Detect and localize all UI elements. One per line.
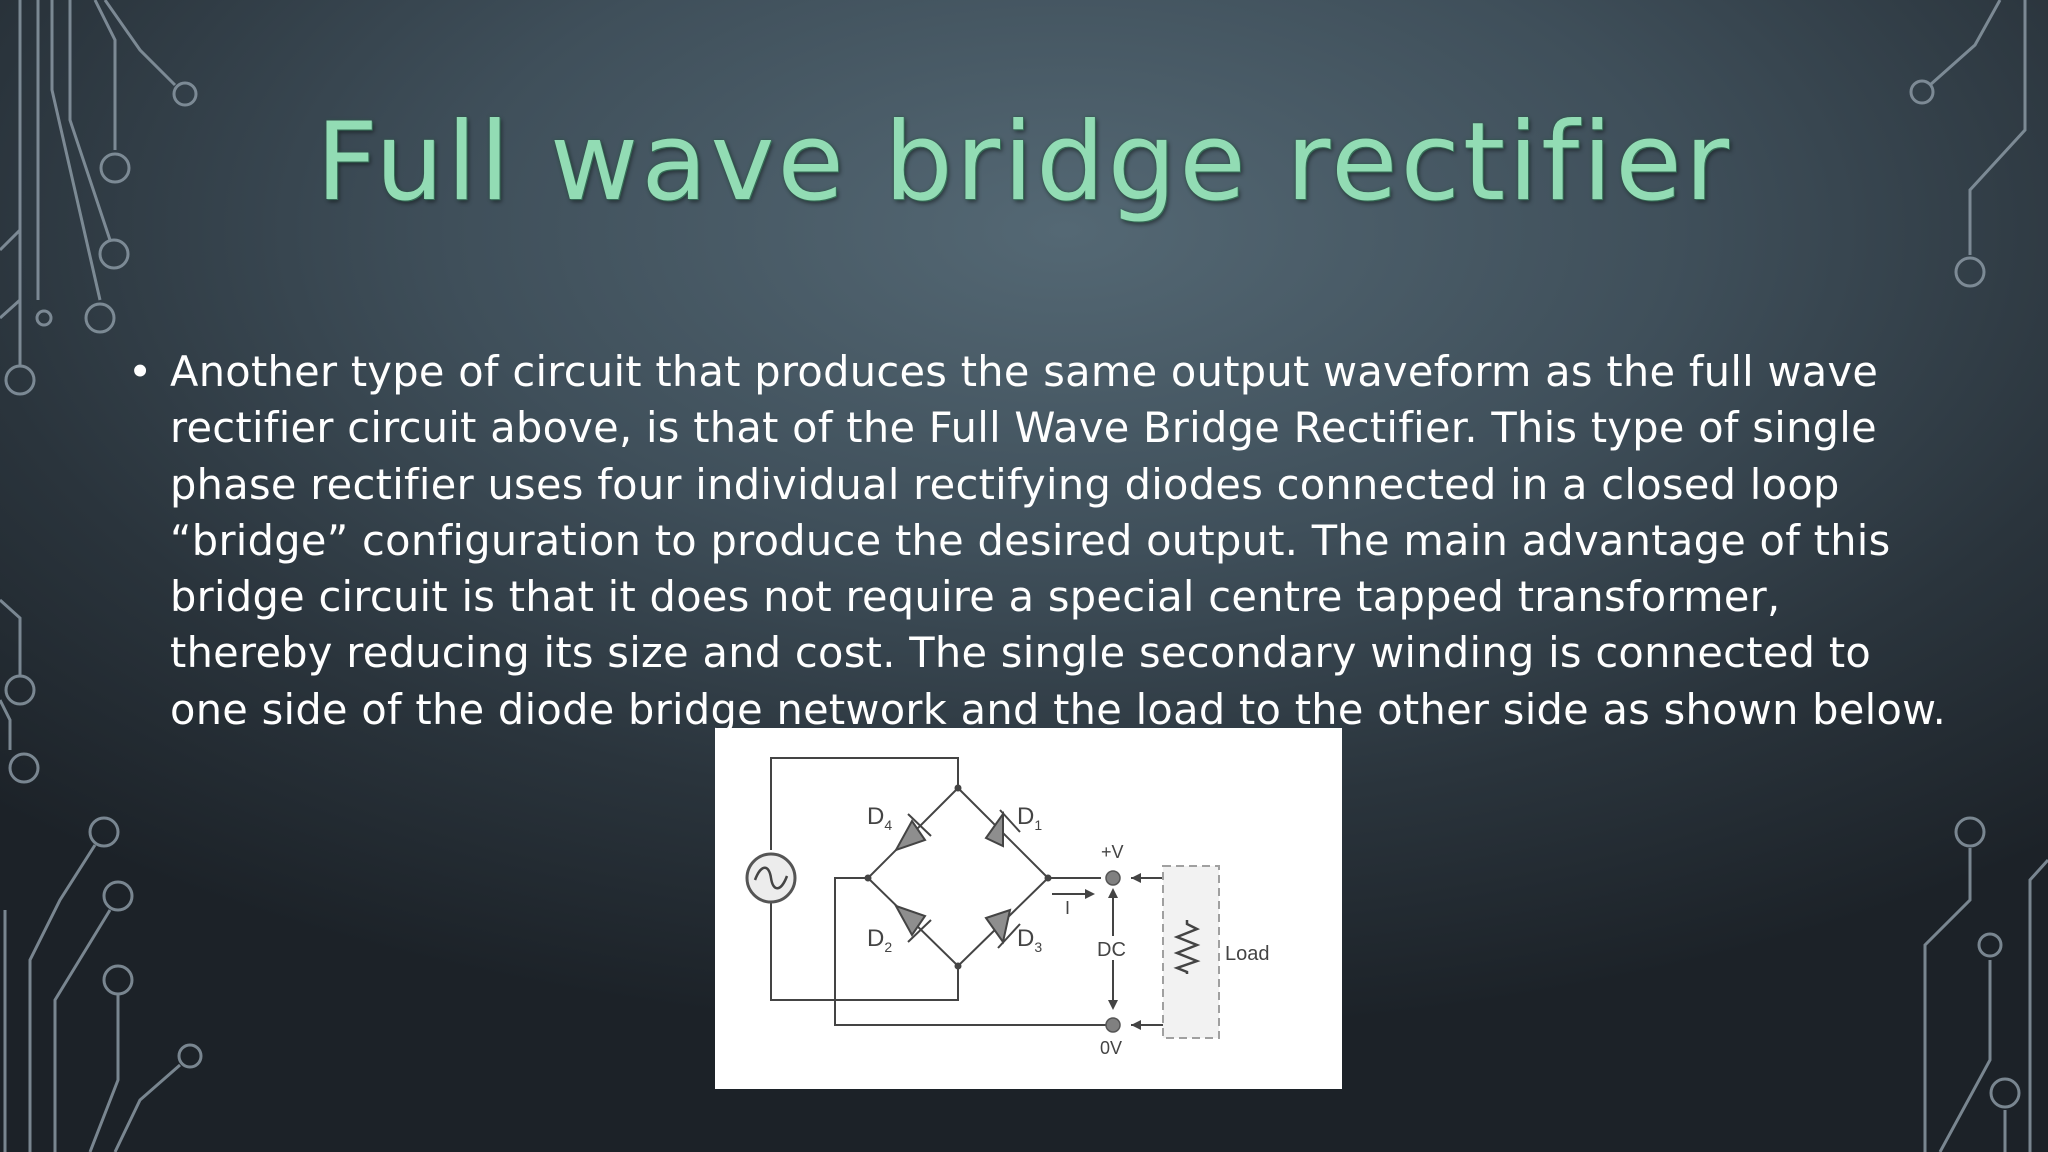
zero-v-terminal	[1105, 1017, 1121, 1033]
current-label: I	[1065, 898, 1070, 918]
bullet-marker: •	[128, 348, 153, 396]
plus-v-label: +V	[1101, 842, 1124, 862]
diode-icon	[984, 809, 1021, 848]
diode-label-d2: D2	[867, 925, 892, 955]
slide-title: Full wave bridge rectifier	[315, 100, 1733, 225]
dc-label: DC	[1097, 939, 1126, 961]
diode-label-d1: D1	[1017, 803, 1042, 833]
diode-icon	[893, 813, 932, 852]
ac-source-icon	[745, 852, 797, 904]
resistor-icon	[1173, 920, 1201, 974]
bridge-rectifier-diagram: D4 D1 D2 D3 +V I DC 0V Load	[715, 728, 1342, 1089]
bullet-paragraph: Another type of circuit that produces th…	[170, 347, 1947, 734]
diode-icon	[893, 904, 932, 943]
zero-v-label: 0V	[1100, 1038, 1122, 1058]
diode-label-d4: D4	[867, 803, 892, 833]
diode-icon	[984, 908, 1021, 949]
circuit-schematic: D4 D1 D2 D3 +V I DC 0V Load	[745, 757, 1270, 1058]
plus-v-terminal	[1105, 870, 1121, 886]
load-label: Load	[1225, 943, 1270, 965]
diode-label-d3: D3	[1017, 925, 1042, 955]
